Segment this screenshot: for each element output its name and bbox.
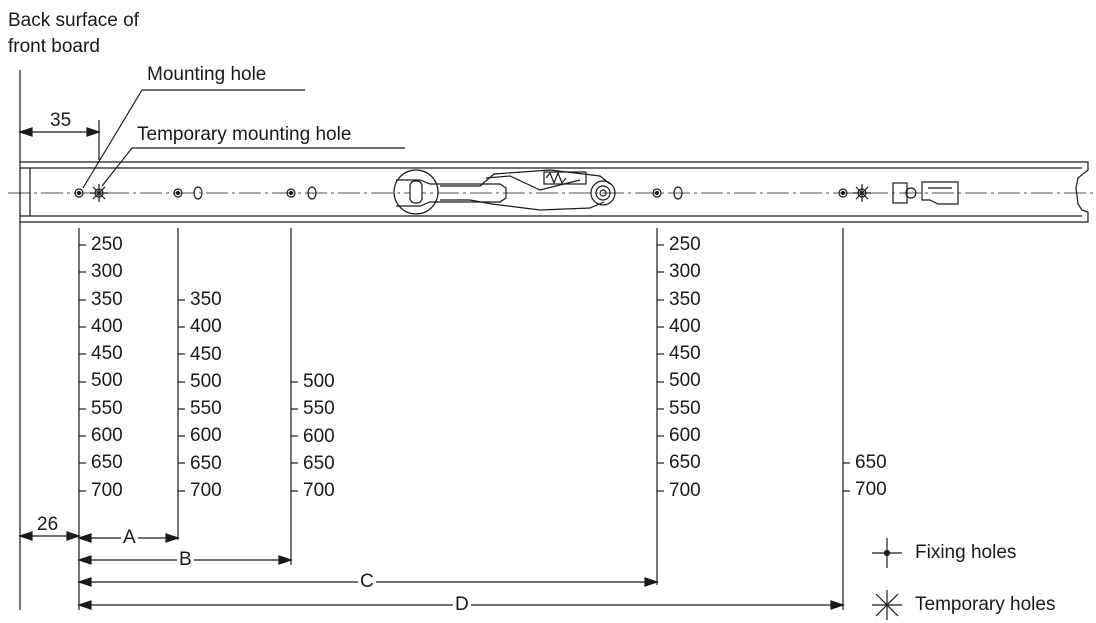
length-value: 700 <box>91 479 123 501</box>
column-ticks <box>79 244 850 492</box>
length-value: 650 <box>855 452 887 473</box>
length-value: 600 <box>91 425 123 447</box>
length-value: 500 <box>669 370 701 392</box>
length-value: 600 <box>669 425 701 447</box>
fixing-holes <box>74 188 848 198</box>
length-value: 400 <box>669 315 701 337</box>
length-value: 550 <box>669 397 701 419</box>
dim-B-label: B <box>177 549 194 571</box>
latch-mechanism <box>393 169 616 215</box>
temporary-hole-leader <box>101 147 405 187</box>
dim-D-label: D <box>453 594 471 616</box>
temporary-mounting-hole-label: Temporary mounting hole <box>137 124 352 145</box>
temporary-holes-legend-label: Temporary holes <box>915 594 1056 615</box>
length-value: 500 <box>303 371 335 392</box>
dim-35-label: 35 <box>50 110 72 131</box>
length-value: 700 <box>303 480 335 502</box>
length-value: 250 <box>91 234 123 255</box>
length-value: 350 <box>669 288 701 310</box>
mounting-hole-label: Mounting hole <box>147 64 267 85</box>
length-value: 650 <box>669 452 701 474</box>
dim-C-label: C <box>358 571 376 593</box>
length-value: 600 <box>303 425 335 447</box>
length-value: 250 <box>669 234 701 255</box>
fixing-hole-legend-icon <box>872 538 902 568</box>
length-column-1: 250 300 350 400 450 500 550 600 650 700 <box>81 231 123 504</box>
rail-outline <box>20 161 1089 223</box>
length-value: 700 <box>669 479 701 501</box>
length-value: 400 <box>91 315 123 337</box>
length-value: 450 <box>190 343 222 365</box>
length-value: 650 <box>91 452 123 474</box>
mounting-hole-leader <box>82 89 305 189</box>
length-value: 550 <box>190 398 222 420</box>
length-value: 300 <box>91 261 123 283</box>
length-value: 700 <box>190 480 222 502</box>
end-block <box>892 181 959 205</box>
length-value: 600 <box>190 425 222 447</box>
slot-holes <box>193 186 683 200</box>
length-value: 550 <box>303 398 335 420</box>
length-value: 650 <box>303 452 335 474</box>
dim-26-label: 26 <box>37 514 59 535</box>
length-value: 300 <box>669 261 701 283</box>
length-value: 350 <box>190 289 222 310</box>
length-value: 500 <box>91 370 123 392</box>
length-value: 450 <box>669 343 701 365</box>
length-value: 650 <box>190 452 222 474</box>
length-column-3: 500 550 600 650 700 <box>293 368 335 504</box>
temporary-holes <box>90 184 871 202</box>
dim-A-label: A <box>121 527 138 549</box>
length-column-4: 250 300 350 400 450 500 550 600 650 700 <box>659 231 701 504</box>
length-value: 700 <box>855 479 887 501</box>
temporary-hole-legend-icon <box>872 590 902 620</box>
length-value: 500 <box>190 370 222 392</box>
length-value: 550 <box>91 397 123 419</box>
length-value: 400 <box>190 316 222 338</box>
length-column-2: 350 400 450 500 550 600 650 700 <box>180 286 222 504</box>
length-value: 350 <box>91 288 123 310</box>
fixing-holes-legend-label: Fixing holes <box>915 542 1017 563</box>
back-surface-label: Back surface of front board <box>8 10 139 57</box>
length-value: 450 <box>91 343 123 365</box>
